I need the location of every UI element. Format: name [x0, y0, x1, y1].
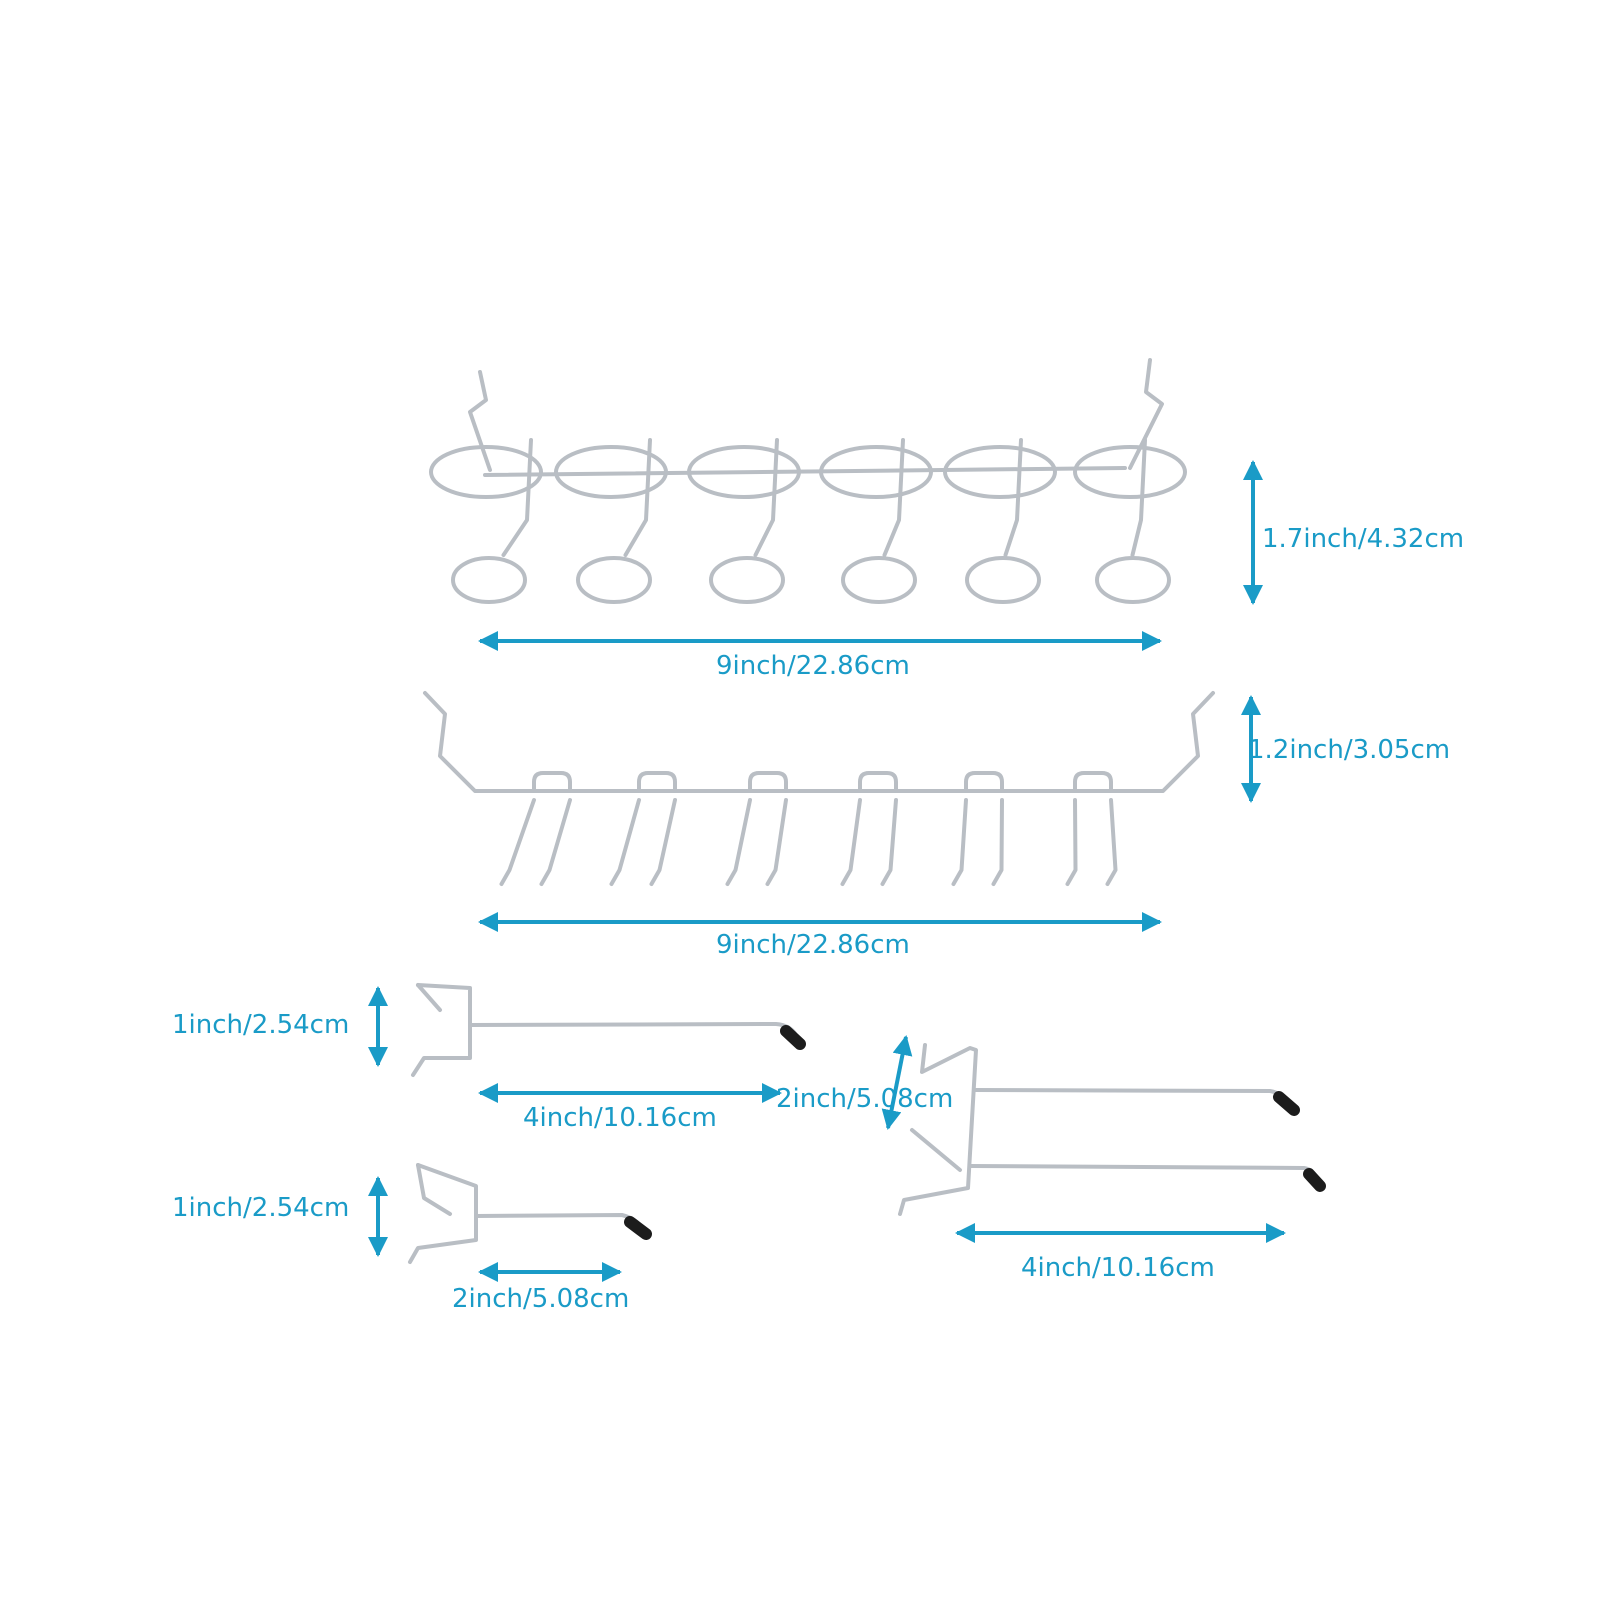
- fork-pair-bridge: [748, 771, 788, 793]
- double-hook: [898, 1043, 1326, 1216]
- hook-2inch-arm: [474, 1213, 642, 1227]
- dimension-arrows: [368, 460, 1286, 1282]
- hook4-height-label: 1inch/2.54cm: [172, 1010, 350, 1040]
- fork-prong-left: [725, 798, 752, 886]
- ring-holder-bottom-loop: [841, 556, 917, 604]
- ring-holder-stem: [623, 438, 652, 557]
- fork-pair-bridge: [532, 771, 572, 793]
- fork-prong-right: [539, 798, 572, 886]
- ring-holder-top-loop: [1073, 445, 1187, 499]
- double-hook-lower-arm: [968, 1164, 1318, 1180]
- fork-prong-right: [991, 798, 1004, 886]
- fork-rack-width-label: 9inch/22.86cm: [716, 930, 910, 960]
- ring-holder-stem: [882, 438, 905, 557]
- ring-holder: [429, 438, 543, 604]
- fork-pair: [725, 771, 788, 886]
- double-hook-lower-tip: [1303, 1168, 1326, 1192]
- double-hook-height-label: 2inch/5.08cm: [776, 1084, 954, 1114]
- ring-rack: [429, 358, 1187, 604]
- fork-pair: [609, 771, 677, 886]
- fork-prong-left: [609, 798, 641, 886]
- ring-holder-bottom-loop: [451, 556, 527, 604]
- ring-rack-bar: [483, 466, 1127, 477]
- fork-pair-bridge: [637, 771, 677, 793]
- ring-holder-top-loop: [687, 445, 801, 499]
- ring-holder: [819, 438, 933, 604]
- ring-holder-bottom-loop: [965, 556, 1041, 604]
- ring-holder-top-loop: [429, 445, 543, 499]
- fork-pair-bridge: [858, 771, 898, 793]
- hook-2inch-top-bend: [416, 1163, 452, 1216]
- ring-holder-top-loop: [554, 445, 668, 499]
- fork-rack-frame: [423, 691, 1215, 793]
- hook2-length-label: 2inch/5.08cm: [452, 1284, 630, 1314]
- ring-holder-stem: [1130, 438, 1147, 557]
- fork-pair-bridge: [1073, 771, 1113, 793]
- fork-pair: [951, 771, 1004, 886]
- ring-holder-stem: [1003, 438, 1023, 557]
- hook-4inch-bracket: [411, 983, 472, 1077]
- hook2-height-label: 1inch/2.54cm: [172, 1193, 350, 1223]
- ring-holder: [554, 438, 668, 604]
- fork-prong-left: [1065, 798, 1078, 886]
- ring-holder-stem: [753, 438, 779, 557]
- hook4-length-label: 4inch/10.16cm: [523, 1103, 717, 1133]
- double-hook-length-label: 4inch/10.16cm: [1021, 1253, 1215, 1283]
- ring-holder: [687, 438, 801, 604]
- double-hook-upper-tip: [1273, 1091, 1300, 1116]
- fork-prong-left: [840, 798, 862, 886]
- double-hook-frame: [898, 1043, 978, 1216]
- ring-holder: [943, 438, 1057, 604]
- ring-rack-width-label: 9inch/22.86cm: [716, 651, 910, 681]
- fork-prong-left: [499, 798, 536, 886]
- ring-holder-top-loop: [819, 445, 933, 499]
- hook-2inch-bracket: [408, 1163, 478, 1264]
- fork-pair: [840, 771, 898, 886]
- fork-pair: [1065, 771, 1118, 886]
- hook-4inch-top-bend: [416, 983, 442, 1012]
- fork-prong-right: [649, 798, 677, 886]
- fork-rack-height-label: 1.2inch/3.05cm: [1248, 735, 1451, 765]
- fork-pair: [499, 771, 572, 886]
- hook-2inch: [408, 1163, 652, 1264]
- fork-pair-bridge: [964, 771, 1004, 793]
- double-hook-upper-arm: [972, 1088, 1288, 1104]
- ring-holder-top-loop: [943, 445, 1057, 499]
- ring-holder-stem: [501, 438, 533, 557]
- ring-holder-bottom-loop: [709, 556, 785, 604]
- hook-4inch-arm: [468, 1022, 798, 1037]
- ring-rack-height-label: 1.7inch/4.32cm: [1262, 524, 1465, 554]
- hook-4inch: [411, 983, 806, 1077]
- ring-rack-right-mount: [1128, 358, 1164, 470]
- fork-prong-right: [1105, 798, 1118, 886]
- hook-4inch-tip: [780, 1025, 806, 1050]
- hook-2inch-tip: [624, 1216, 652, 1240]
- ring-rack-left-mount: [468, 370, 492, 472]
- fork-prong-right: [880, 798, 898, 886]
- double-hook-lower-bend: [910, 1128, 962, 1172]
- ring-holder-bottom-loop: [576, 556, 652, 604]
- ring-holder-bottom-loop: [1095, 556, 1171, 604]
- double-hook-height-arrow: [881, 1035, 913, 1130]
- fork-prong-left: [951, 798, 968, 886]
- fork-rack: [423, 691, 1215, 886]
- fork-prong-right: [765, 798, 788, 886]
- ring-holder: [1073, 438, 1187, 604]
